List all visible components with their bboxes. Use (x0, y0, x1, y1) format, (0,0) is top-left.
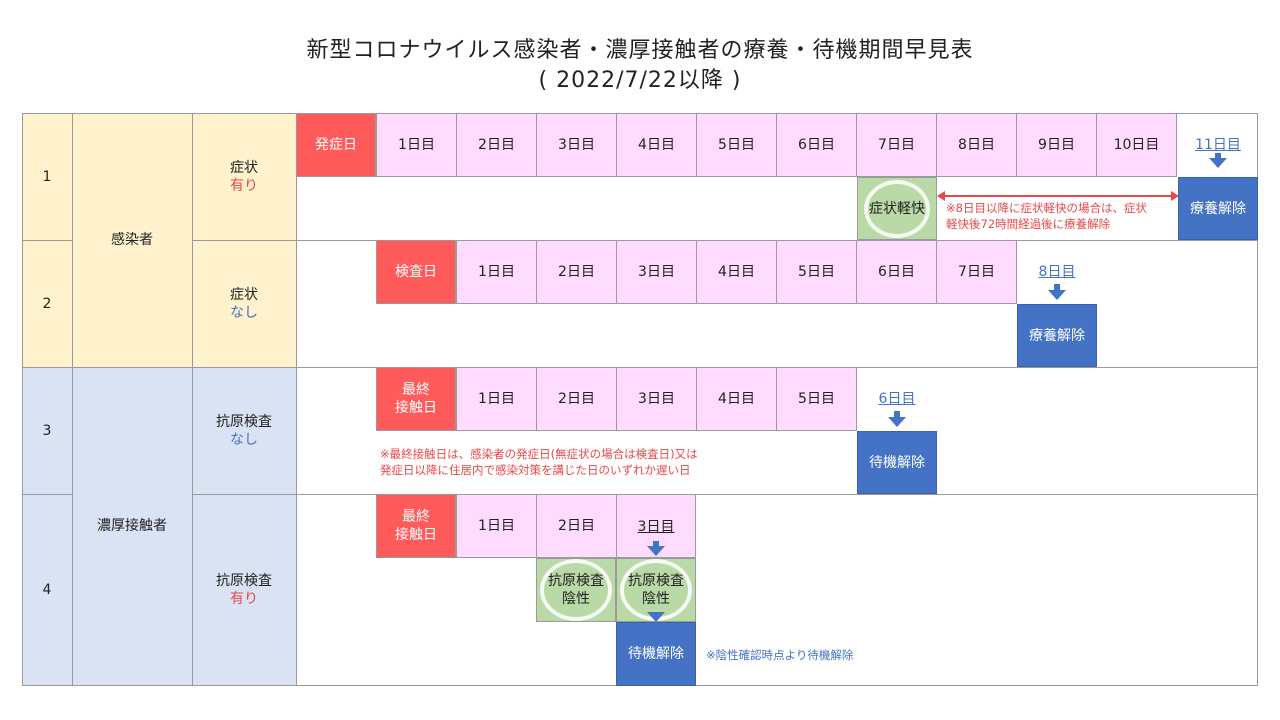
test-day-cell: 検査日 (376, 240, 456, 304)
day-cell: 2日目 (536, 240, 617, 304)
end-day-cell: 11日目 (1178, 113, 1258, 177)
day-cell: 10日目 (1096, 113, 1177, 177)
day-cell: 2日目 (536, 367, 617, 431)
row-number: 1 (42, 168, 52, 185)
day-cell: 1日目 (456, 494, 537, 558)
day-cell: 6日目 (776, 113, 857, 177)
end-day-cell: 8日目 (1017, 240, 1097, 304)
note-line: ※8日目以降に症状軽快の場合は、症状 (946, 201, 1147, 215)
group-contact: 濃厚接触者 (97, 518, 167, 534)
down-arrow-icon (894, 411, 900, 418)
last-contact-label: 最終 (402, 382, 430, 398)
day-cell: 5日目 (696, 113, 777, 177)
row-number: 2 (42, 295, 52, 312)
condition-label: 症状 (230, 159, 258, 176)
day-cell: 5日目 (776, 240, 857, 304)
day-cell: 4日目 (696, 367, 777, 431)
condition-label: 抗原検査 (216, 573, 272, 589)
down-arrow-icon (647, 612, 665, 622)
down-arrow-icon (1215, 153, 1221, 159)
divider (192, 494, 1258, 495)
condition-sub: なし (230, 431, 258, 448)
day-cell: 4日目 (696, 240, 777, 304)
condition-label: 症状 (230, 286, 258, 303)
day-cell: 2日目 (456, 113, 537, 177)
divider (22, 494, 72, 495)
end-day-link[interactable]: 11日目 (1195, 137, 1241, 153)
row-number: 3 (42, 422, 52, 439)
day-cell: 9日目 (1016, 113, 1097, 177)
last-contact-label: 接触日 (395, 400, 437, 416)
day-cell: 3日目 (616, 240, 697, 304)
end-day-link[interactable]: 8日目 (1038, 264, 1076, 280)
down-arrow-icon (1048, 290, 1066, 300)
release-cell: 待機解除 (857, 431, 937, 494)
down-arrow-icon (1209, 158, 1227, 168)
row3-note: ※最終接触日は、感染者の発症日(無症状の場合は検査日)又は 発症日以降に住居内で… (380, 446, 698, 478)
last-contact-cell: 最終 接触日 (376, 367, 456, 431)
down-arrow-icon (653, 541, 659, 547)
condition-cell: 抗原検査 有り (192, 494, 296, 686)
condition-label: 抗原検査 (216, 413, 272, 430)
release-cell: 療養解除 (1017, 304, 1097, 367)
day-cell: 1日目 (456, 240, 537, 304)
row-number: 4 (42, 582, 52, 598)
double-arrow-icon (937, 191, 1179, 201)
down-arrow-icon (647, 546, 665, 556)
row4-note: ※陰性確認時点より待機解除 (706, 648, 854, 662)
condition-cell: 症状 有り (192, 113, 296, 240)
release-cell: 療養解除 (1178, 177, 1258, 240)
day-cell: 3日目 (536, 113, 617, 177)
condition-cell: 症状 なし (192, 240, 296, 367)
last-contact-label: 接触日 (395, 527, 437, 543)
note-line: 発症日以降に住居内で感染対策を講じた日のいずれか遅い日 (380, 463, 691, 477)
group-infected: 感染者 (111, 232, 153, 248)
day-cell: 3日目 (616, 367, 697, 431)
condition-sub: なし (230, 304, 258, 321)
day-cell: 2日目 (536, 494, 617, 558)
condition-sub: 有り (230, 177, 258, 194)
page-subtitle: ( 2022/7/22以降 ) (538, 68, 742, 93)
release-cell: 待機解除 (616, 622, 696, 686)
day-cell: 7日目 (936, 240, 1017, 304)
divider (296, 113, 297, 686)
page-title: 新型コロナウイルス感染者・濃厚接触者の療養・待機期間早見表 (306, 38, 974, 63)
day-cell: 4日目 (616, 113, 697, 177)
end-day-cell: 6日目 (857, 367, 937, 431)
note-line: 軽快後72時間経過後に療養解除 (946, 217, 1111, 231)
day-cell: 1日目 (376, 113, 457, 177)
last-contact-cell: 最終 接触日 (376, 494, 456, 558)
divider (192, 113, 193, 686)
contact-band (22, 367, 296, 685)
day-cell: 5日目 (776, 367, 857, 431)
highlight-ring (864, 180, 930, 238)
end-day-link[interactable]: 6日目 (878, 391, 916, 407)
highlight-ring (540, 559, 612, 621)
onset-day-cell: 発症日 (296, 113, 376, 177)
divider (22, 240, 72, 241)
condition-cell: 抗原検査 なし (192, 367, 296, 494)
day-cell: 7日目 (856, 113, 937, 177)
divider (72, 113, 73, 686)
down-arrow-icon (1054, 284, 1060, 291)
condition-sub: 有り (230, 591, 258, 607)
end-day-link[interactable]: 3日目 (637, 519, 675, 535)
down-arrow-icon (888, 417, 906, 427)
day-cell: 8日目 (936, 113, 1017, 177)
last-contact-label: 最終 (402, 509, 430, 525)
day-cell: 6日目 (856, 240, 937, 304)
row1-note: ※8日目以降に症状軽快の場合は、症状 軽快後72時間経過後に療養解除 (946, 200, 1147, 232)
note-line: ※最終接触日は、感染者の発症日(無症状の場合は検査日)又は (380, 447, 698, 461)
day-cell: 1日目 (456, 367, 537, 431)
